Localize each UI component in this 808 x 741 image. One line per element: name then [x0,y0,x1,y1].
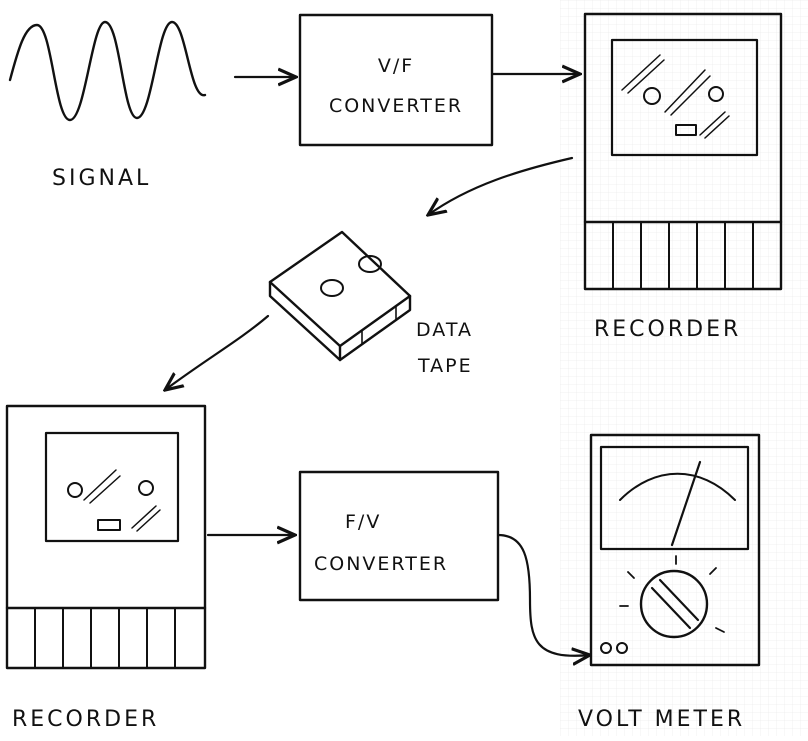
data-tape-label-line2: TAPE [417,355,473,377]
volt-meter-illustration [589,433,761,667]
signal-waveform [8,20,207,122]
data-tape-label-line1: DATA [416,319,473,341]
graph-paper-background [560,0,808,736]
signal-label: SIGNAL [52,166,151,191]
vf-converter-box: V/F CONVERTER [298,13,494,147]
vf-converter-title: V/F [378,55,414,77]
fv-converter-title: F/V [345,511,381,533]
recorder-bottom-illustration [5,404,207,670]
arrow-recorder-to-tape [428,156,574,215]
arrow-tape-to-recorder [165,314,270,390]
data-tape-cassette-illustration [268,230,412,362]
recorder-top-label: RECORDER [594,317,741,342]
fv-converter-box: F/V CONVERTER [298,470,500,602]
vf-converter-subtitle: CONVERTER [329,95,463,117]
volt-meter-label: VOLT METER [578,707,745,732]
recorder-bottom-label: RECORDER [12,707,159,732]
recorder-top-illustration [583,12,783,291]
arrow-fv-to-volt-meter [496,533,590,656]
fv-converter-subtitle: CONVERTER [314,553,448,575]
